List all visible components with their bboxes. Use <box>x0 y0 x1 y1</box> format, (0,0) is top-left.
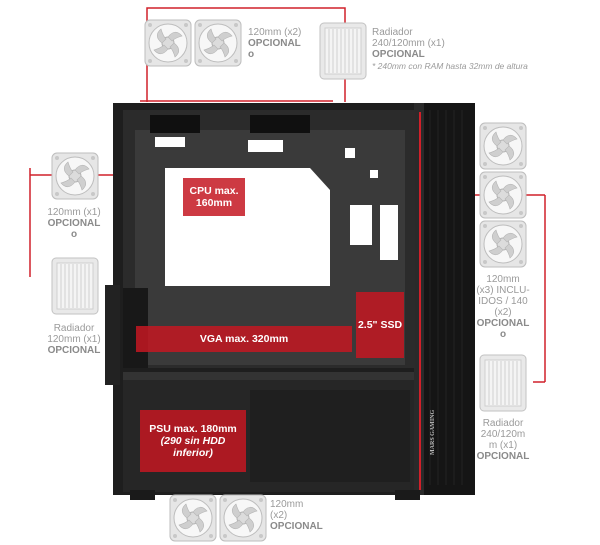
top-fan-2-icon <box>194 19 242 67</box>
front-radiator-line4: OPCIONAL <box>476 451 530 462</box>
cpu-clearance-overlay: CPU max. 160mm <box>183 178 245 216</box>
rear-radiator-line2: 120mm (x1) <box>47 334 101 345</box>
front-fans-line5: OPCIONAL <box>476 318 530 329</box>
bottom-fans-line2: (x2) <box>270 510 288 521</box>
brand-logo: MARS GAMING <box>430 409 436 455</box>
top-fan-1-icon <box>144 19 192 67</box>
top-radiator-line3: OPCIONAL <box>372 49 425 60</box>
rear-radiator-icon <box>51 257 99 315</box>
top-fans-line2: OPCIONAL <box>248 38 301 49</box>
bottom-fans-line1: 120mm <box>270 499 304 510</box>
pc-case <box>105 103 475 500</box>
top-radiator-line2: 240/120mm (x1) <box>372 38 445 49</box>
rear-radiator-line3: OPCIONAL <box>47 345 101 356</box>
front-radiator-line1: Radiador <box>482 418 524 429</box>
bottom-fans-line3: OPCIONAL <box>270 521 323 532</box>
rear-radiator-label: Radiador 120mm (x1) OPCIONAL <box>30 323 118 356</box>
top-radiator-note: * 240mm con RAM hasta 32mm de altura <box>372 61 528 71</box>
top-fans-line1: 120mm (x2) <box>248 27 302 38</box>
rear-fan-line3: o <box>70 229 78 240</box>
rear-fan-line2: OPCIONAL <box>47 218 101 229</box>
vga-label: VGA max. 320mm <box>199 333 289 345</box>
front-fan-2-icon <box>479 171 527 219</box>
rear-fan-label: 120mm (x1) OPCIONAL o <box>34 207 114 240</box>
front-fans-line6: o <box>499 329 507 340</box>
ssd-label: 2.5" SSD <box>357 319 403 331</box>
front-radiator-line3: m (x1) <box>488 440 518 451</box>
front-fan-3-icon <box>479 220 527 268</box>
psu-line1: PSU max. 180mm <box>149 423 237 435</box>
front-radiator-icon <box>479 354 527 412</box>
front-fans-line1: 120mm <box>486 274 520 285</box>
cpu-line2: 160mm <box>195 197 233 209</box>
top-radiator-line1: Radiador <box>372 27 413 38</box>
rear-radiator-line1: Radiador <box>53 323 95 334</box>
ssd-mount-overlay: 2.5" SSD <box>356 292 404 358</box>
front-fans-label: 120mm (x3) INCLU- IDOS / 140 (x2) OPCION… <box>470 274 536 340</box>
front-fan-1-icon <box>479 122 527 170</box>
bottom-fan-1-icon <box>169 494 217 542</box>
cpu-line1: CPU max. <box>189 185 239 197</box>
front-radiator-label: Radiador 240/120m m (x1) OPCIONAL <box>468 418 538 462</box>
vga-clearance-overlay: VGA max. 320mm <box>136 326 352 352</box>
top-radiator-icon <box>319 22 367 80</box>
front-fans-line4: (x2) <box>494 307 512 318</box>
top-fans-line3: o <box>248 49 255 60</box>
front-fans-line3: IDOS / 140 <box>478 296 528 307</box>
psu-line3: inferior) <box>173 447 213 459</box>
bottom-fan-2-icon <box>219 494 267 542</box>
top-fans-label: 120mm (x2) OPCIONAL o <box>248 27 320 60</box>
rear-fan-line1: 120mm (x1) <box>47 207 101 218</box>
front-radiator-line2: 240/120m <box>480 429 526 440</box>
psu-clearance-overlay: PSU max. 180mm (290 sin HDD inferior) <box>140 410 246 472</box>
front-fans-line2: (x3) INCLU- <box>476 285 530 296</box>
rear-fan-icon <box>51 152 99 200</box>
top-radiator-label: Radiador 240/120mm (x1) OPCIONAL <box>372 27 482 60</box>
psu-line2: (290 sin HDD <box>160 435 226 447</box>
bottom-fans-label: 120mm (x2) OPCIONAL <box>270 499 340 532</box>
